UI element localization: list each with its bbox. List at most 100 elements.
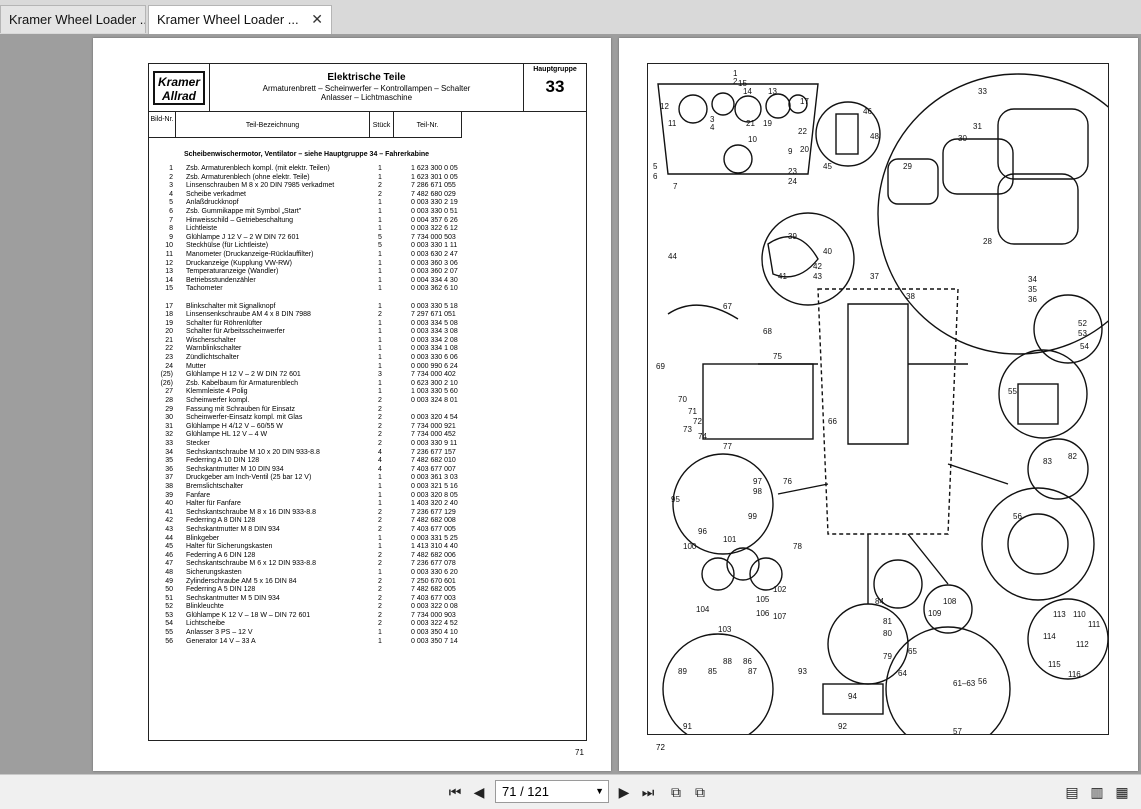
column-header-teil-bezeichnung: Teil-Bezeichnung (176, 112, 370, 138)
svg-text:97: 97 (753, 477, 762, 486)
row-teil-nr: 0 003 330 1 11 (411, 242, 458, 250)
svg-text:13: 13 (768, 87, 777, 96)
svg-text:72: 72 (693, 417, 702, 426)
row-bezeichnung: Anlasser 3 PS – 12 V (186, 629, 253, 637)
row-bezeichnung: Halter für Fanfare (186, 500, 241, 508)
page-title: Elektrische Teile (327, 72, 406, 83)
tab-document-2[interactable]: Kramer Wheel Loader ...✕ (148, 5, 332, 34)
first-page-icon[interactable]: ⏮ (448, 784, 462, 800)
row-teil-nr: 0 003 334 2 08 (411, 336, 458, 344)
row-bezeichnung: Steckhülse (für Lichtleiste) (186, 242, 269, 250)
fuse-box-circle (815, 101, 881, 167)
frame-rail (847, 303, 909, 445)
svg-text:64: 64 (898, 669, 907, 678)
page-number: 72 (656, 743, 665, 752)
row-bild-nr: (25) (160, 371, 173, 379)
row-bezeichnung: Scheinwerfer kompl. (186, 397, 250, 405)
back-view-icon[interactable]: ⧉ (671, 784, 681, 800)
row-bezeichnung: Scheinwerfer-Einsatz kompl. mit Glas (186, 414, 303, 422)
svg-text:102: 102 (773, 585, 787, 594)
svg-text:17: 17 (800, 97, 809, 106)
row-stueck: 2 (378, 611, 382, 619)
row-bild-nr: 39 (165, 491, 173, 499)
page-subtitle-1: Armaturenbrett – Scheinwerfer – Kontroll… (262, 84, 471, 93)
row-stueck: 1 (378, 165, 382, 172)
svg-text:65: 65 (908, 647, 917, 656)
page-selector[interactable]: 71 / 121▼ (495, 780, 609, 803)
row-stueck: 2 (378, 577, 382, 585)
row-stueck: 1 (378, 173, 382, 181)
gauge-icon (788, 94, 808, 114)
row-stueck: 1 (378, 216, 382, 224)
svg-text:36: 36 (1028, 295, 1037, 304)
starter-motor (1017, 383, 1059, 425)
row-bezeichnung: Blinkschalter mit Signalknopf (186, 302, 276, 310)
navigation-toolbar: ⏮ ◀ 71 / 121▼ ▶ ⏭ ⧉ ⧉ ▤ ▥ ▦ (0, 774, 1141, 809)
row-bild-nr: 29 (165, 405, 173, 413)
title-cell: Elektrische Teile Armaturenbrett – Schei… (210, 64, 523, 112)
row-stueck: 1 (378, 362, 382, 370)
row-bezeichnung: Mutter (186, 362, 206, 370)
row-bezeichnung: Schalter für Röhrenlüfter (186, 319, 263, 327)
work-lamp-circle (672, 453, 774, 555)
row-bezeichnung: Sechskantmutter M 8 DIN 934 (186, 525, 280, 533)
row-stueck: 1 (378, 259, 382, 267)
two-page-icon[interactable]: ▥ (1090, 784, 1104, 800)
next-page-icon[interactable]: ▶ (618, 784, 630, 800)
row-stueck: 2 (378, 517, 382, 525)
horn-circle (761, 212, 855, 306)
svg-text:109: 109 (928, 609, 942, 618)
row-bezeichnung: Federring A 8 DIN 128 (186, 517, 256, 525)
row-bild-nr: 7 (169, 216, 173, 224)
row-bezeichnung: Fassung mit Schrauben für Einsatz (186, 405, 295, 413)
small-part-circle (923, 584, 973, 634)
row-bezeichnung: Sechskantmutter M 5 DIN 934 (186, 594, 280, 602)
lens (726, 547, 760, 581)
forward-view-icon[interactable]: ⧉ (695, 784, 705, 800)
row-bild-nr: 22 (165, 345, 173, 353)
row-bild-nr: 1 (169, 165, 173, 172)
row-stueck: 1 (378, 268, 382, 276)
row-bezeichnung: Linsenschrauben M 8 x 20 DIN 7985 verkad… (186, 182, 335, 190)
row-teil-nr: 0 003 321 5 16 (411, 482, 458, 490)
row-teil-nr: 0 003 334 1 08 (411, 345, 458, 353)
row-stueck: 1 (378, 225, 382, 233)
row-bild-nr: 41 (165, 508, 173, 516)
single-page-icon[interactable]: ▤ (1065, 784, 1079, 800)
continuous-page-icon[interactable]: ▦ (1115, 784, 1129, 800)
previous-page-icon[interactable]: ◀ (473, 784, 485, 800)
tab-document-1[interactable]: Kramer Wheel Loader ... (0, 5, 146, 33)
row-teil-nr: 0 003 361 3 03 (411, 474, 458, 482)
close-icon[interactable]: ✕ (311, 11, 323, 27)
row-teil-nr: 0 003 330 5 18 (411, 302, 458, 310)
horn (767, 236, 819, 278)
row-bezeichnung: Schalter für Arbeitsscheinwerfer (186, 328, 285, 336)
headlight-housing (997, 173, 1079, 245)
page-71: Kramer Allrad Elektrische Teile Armature… (93, 38, 611, 771)
row-stueck: 1 (378, 354, 382, 362)
row-bild-nr: 28 (165, 397, 173, 405)
svg-text:56: 56 (978, 677, 987, 686)
row-stueck: 1 (378, 250, 382, 258)
row-teil-nr: 0 003 362 6 10 (411, 285, 458, 293)
svg-text:43: 43 (813, 272, 822, 281)
switch-circle (885, 626, 1011, 752)
document-viewer[interactable]: Kramer Allrad Elektrische Teile Armature… (0, 34, 1141, 774)
row-bild-nr: 19 (165, 319, 173, 327)
row-bild-nr: 4 (169, 190, 173, 198)
gauge-icon (765, 93, 791, 119)
row-stueck: 4 (378, 448, 382, 456)
row-bezeichnung: Stecker (186, 440, 210, 447)
plate-lamp (822, 683, 884, 715)
row-teil-nr: 7 286 671 055 (411, 182, 456, 190)
row-stueck: 1 (378, 199, 382, 207)
row-bild-nr: 56 (165, 637, 173, 645)
last-page-icon[interactable]: ⏭ (641, 784, 655, 800)
row-bezeichnung: Glühlampe H 12 V – 2 W DIN 72 601 (186, 371, 301, 379)
